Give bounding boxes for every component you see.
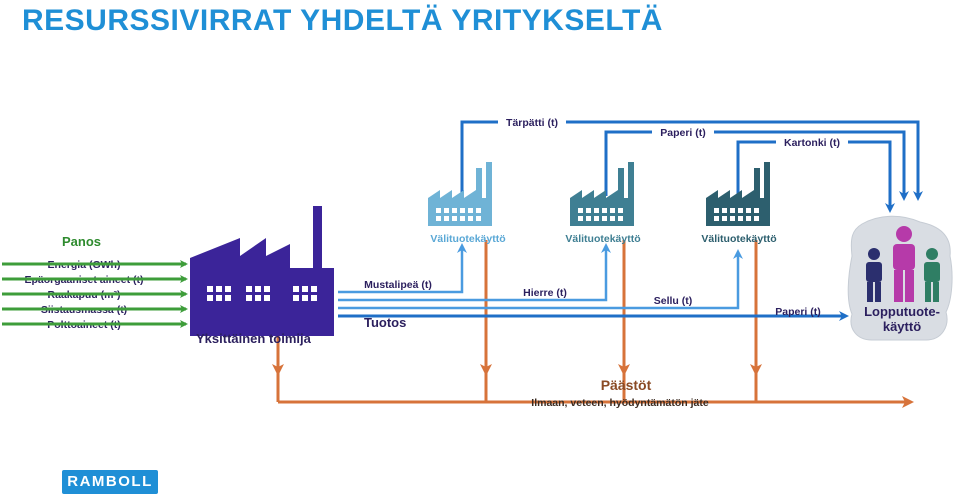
factory-icon (706, 162, 770, 226)
input-row: Siistausmassa (t) (2, 304, 188, 316)
input-row: Polttoaineet (t) (2, 319, 188, 331)
flow-label-paperi-top: Paperi (t) (660, 127, 706, 139)
end-use-label-line1: Lopputuote- (864, 304, 940, 319)
input-list: Energia (GWh) Epäorgaaniset aineet (t) R… (2, 259, 188, 331)
emissions-subtext: Ilmaan, veteen, hyödyntämätön jäte (531, 397, 709, 409)
factory-label: Välituotekäyttö (701, 233, 776, 245)
input-row: Epäorgaaniset aineet (t) (2, 274, 188, 286)
product-flows (338, 243, 849, 321)
main-factory-label: Yksittäinen toimija (196, 331, 312, 346)
input-row: Energia (GWh) (2, 259, 188, 271)
flow-label-sellu: Sellu (t) (654, 295, 693, 307)
end-use-people-icon (847, 215, 953, 341)
flow-label-mustalipea: Mustalipeä (t) (364, 279, 432, 291)
main-factory-icon (190, 206, 334, 336)
panos-heading: Panos (62, 234, 101, 249)
factory-icon (570, 162, 634, 226)
emissions-heading: Päästöt (601, 377, 652, 393)
flow-label-paperi: Paperi (t) (775, 306, 821, 318)
ramboll-logo: RAMBOLL (62, 470, 158, 494)
end-use-label-line2: käyttö (883, 319, 921, 334)
input-row: Raakapuu (m³) (2, 289, 188, 301)
emission-flows (272, 240, 914, 408)
factory-label: Välituotekäyttö (430, 233, 505, 245)
tuotos-label: Tuotos (364, 315, 406, 330)
factory-label: Välituotekäyttö (565, 233, 640, 245)
factory-icon (428, 162, 492, 226)
flow-label-hierre: Hierre (t) (523, 287, 567, 299)
flow-label-kartonki: Kartonki (t) (784, 137, 840, 149)
flow-label-tarpatti: Tärpätti (t) (506, 117, 558, 129)
page-title: RESURSSIVIRRAT YHDELTÄ YRITYKSELTÄ (22, 4, 663, 37)
